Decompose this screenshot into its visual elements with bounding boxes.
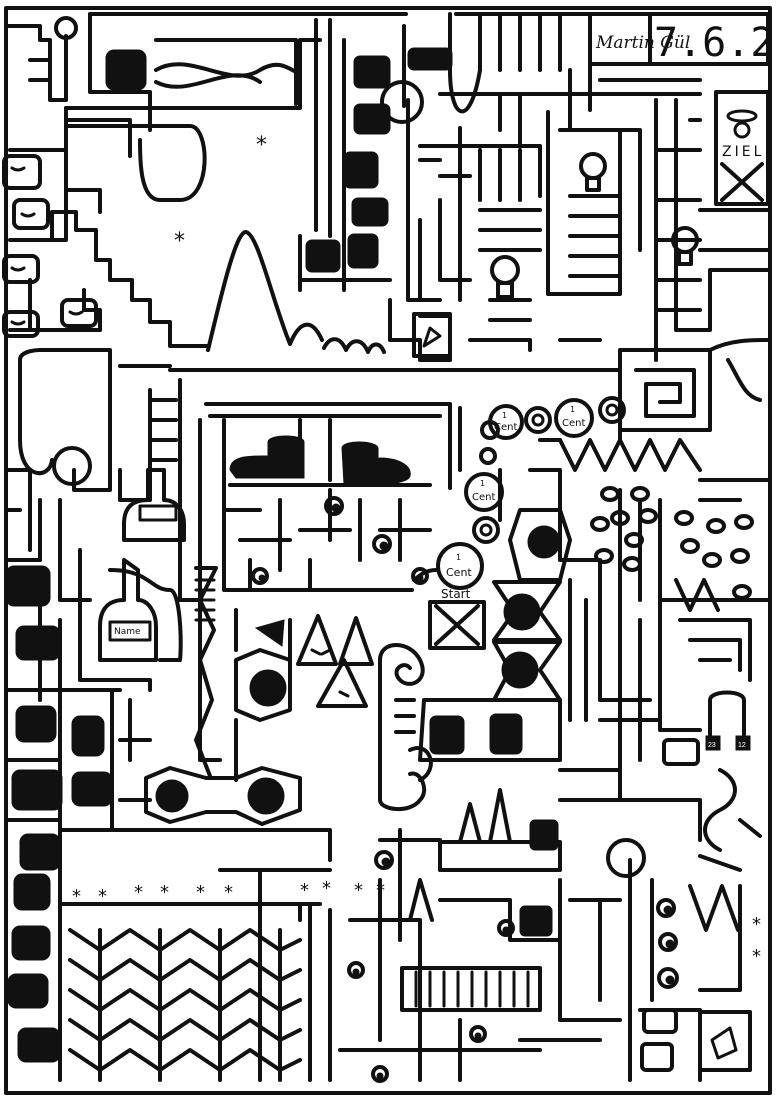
magnet-label-left: 23 [708, 742, 716, 749]
svg-text:*: * [354, 880, 363, 901]
eye-icon [251, 496, 429, 585]
spire-towers [438, 788, 562, 937]
svg-text:*: * [300, 880, 309, 901]
bottle-icon: Name [98, 468, 186, 662]
dark-block-group-top [105, 47, 453, 273]
svg-text:*: * [322, 878, 331, 899]
svg-text:*: * [134, 882, 143, 903]
zigzag-wall [194, 566, 218, 778]
star-decoration: * [256, 133, 267, 158]
bottle-label: Name [114, 627, 141, 637]
svg-text:*: * [160, 882, 169, 903]
face-cluster-top-left [2, 154, 98, 338]
goal-label: ZIEL [722, 144, 764, 160]
bottom-left-walls [4, 598, 332, 1082]
coin-amount: 1 [480, 479, 485, 488]
mountain-peaks [206, 230, 386, 354]
svg-text:*: * [98, 886, 107, 907]
coin-unit: Cent [494, 422, 517, 433]
top-left-walls [4, 12, 408, 348]
pyramid-faces [296, 614, 374, 708]
lightbulb-icon [490, 152, 699, 299]
eye-icon [347, 850, 679, 1083]
chevron-field [68, 928, 302, 1082]
seed-cluster [590, 486, 754, 600]
star-decoration: * [174, 229, 185, 254]
disc-group-left [144, 608, 302, 826]
coin-amount: 1 [456, 553, 461, 562]
start-box: Start [428, 587, 486, 650]
svg-text:*: * [752, 914, 761, 935]
coin-amount: 1 [502, 411, 507, 420]
coin-unit: Cent [562, 418, 585, 429]
right-middle-walls [498, 338, 772, 602]
curl-shape [378, 643, 433, 811]
coin-unit: Cent [446, 566, 472, 579]
header-box: Martin Gül 7.6.2023 [588, 12, 777, 66]
goal-box: ZIEL [714, 90, 770, 206]
coin-amount: 1 [570, 405, 575, 414]
dark-block-group-middle [418, 698, 562, 762]
signature-text: Martin Gül [595, 33, 690, 53]
date-text: 7.6.2023 [654, 20, 777, 66]
coin-unit: Cent [472, 492, 495, 503]
svg-text:*: * [196, 882, 205, 903]
svg-text:*: * [224, 882, 233, 903]
svg-text:*: * [72, 886, 81, 907]
coin-chain: 1 Cent 1 Cent 1 Cent 1 Cent [412, 396, 626, 590]
right-lower-walls: 23 12 [558, 578, 762, 872]
start-label: Start [441, 587, 471, 601]
bird-box [412, 312, 452, 358]
svg-text:*: * [752, 946, 761, 967]
magnet-label-right: 12 [738, 742, 746, 749]
bottom-right-walls [606, 838, 752, 1072]
maze-outer-wall [4, 6, 772, 1095]
bottom-center-walls [268, 828, 702, 1082]
shoe-icon [229, 435, 411, 486]
disc-column [492, 508, 652, 722]
